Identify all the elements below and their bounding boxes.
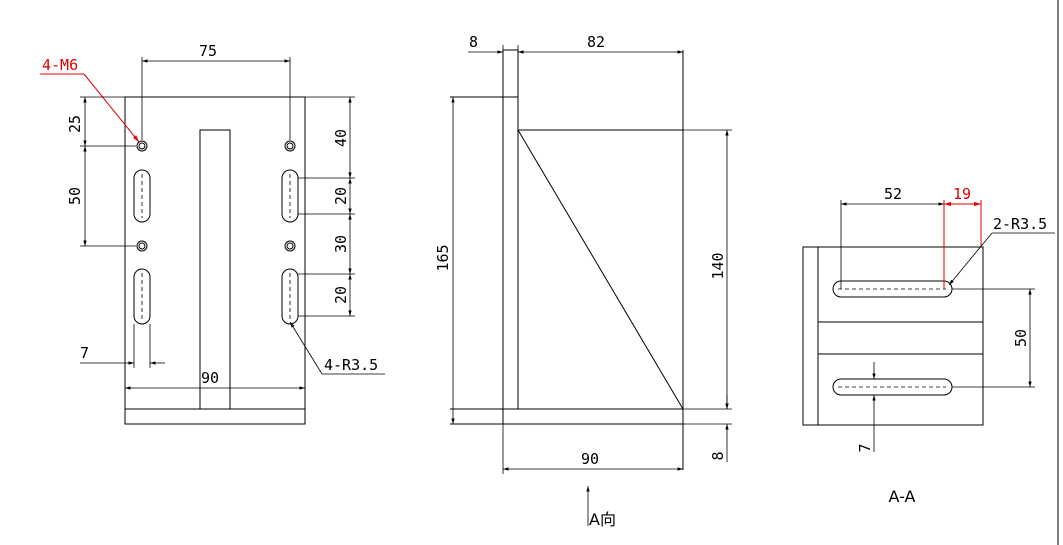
slot [832, 280, 953, 298]
dim-depth: 82 [587, 33, 605, 51]
dim-slot-lower: 20 [332, 286, 350, 304]
dim-height: 165 [434, 244, 452, 271]
threaded-hole [136, 240, 148, 252]
dim-base-width: 90 [201, 369, 219, 387]
rib-diagonal [517, 129, 684, 410]
dim-rib-height: 140 [709, 252, 727, 279]
leader-line [289, 321, 323, 375]
dim-base-thickness: 8 [709, 451, 727, 460]
leader-line [83, 73, 140, 143]
side-vertical-plate [502, 49, 519, 410]
dim-hole-spacing: 75 [199, 42, 217, 60]
front-rib [199, 129, 231, 410]
section-outline [802, 246, 984, 426]
dim-plate-thickness: 8 [469, 33, 478, 51]
dim-slot-upper: 20 [332, 187, 350, 205]
label-slots: 2-R3.5 [993, 215, 1047, 233]
dim-top-to-hole: 25 [66, 115, 84, 133]
slot [832, 378, 953, 396]
threaded-hole-inner [286, 142, 294, 150]
section-rib [817, 321, 984, 355]
threaded-hole [284, 140, 296, 152]
dim-slot-spacing: 50 [1012, 329, 1030, 347]
section-title: A-A [889, 487, 916, 506]
front-plate-outline [124, 96, 306, 410]
side-view: 8 82 165 140 8 90 A向 [434, 33, 732, 529]
dim-slot-gap: 30 [332, 235, 350, 253]
threaded-hole-inner [286, 242, 294, 250]
slot [133, 268, 151, 325]
threaded-hole [284, 240, 296, 252]
label-slots: 4-R3.5 [324, 356, 378, 374]
leader-line [948, 232, 993, 286]
label-threaded-holes: 4-M6 [42, 56, 78, 74]
dim-slot-width: 7 [856, 443, 874, 452]
threaded-hole [136, 140, 148, 152]
slot [281, 169, 299, 223]
slot [133, 169, 151, 223]
dim-slot-length: 52 [884, 185, 902, 203]
dim-hole-pitch: 50 [66, 187, 84, 205]
view-arrow-label: A向 [589, 510, 616, 529]
side-base-plate [502, 408, 684, 425]
dim-slot-width: 7 [80, 344, 89, 362]
front-view: 75 4-M6 25 50 40 20 30 20 4-R3.5 [40, 42, 385, 425]
threaded-hole-inner [138, 142, 146, 150]
dim-base-width: 90 [581, 450, 599, 468]
front-base-plate [124, 408, 306, 425]
dim-top-right: 40 [332, 129, 350, 147]
threaded-hole-inner [138, 242, 146, 250]
section-view: 52 19 2-R3.5 50 7 A-A [802, 185, 1055, 506]
dim-edge-offset: 19 [953, 185, 971, 203]
